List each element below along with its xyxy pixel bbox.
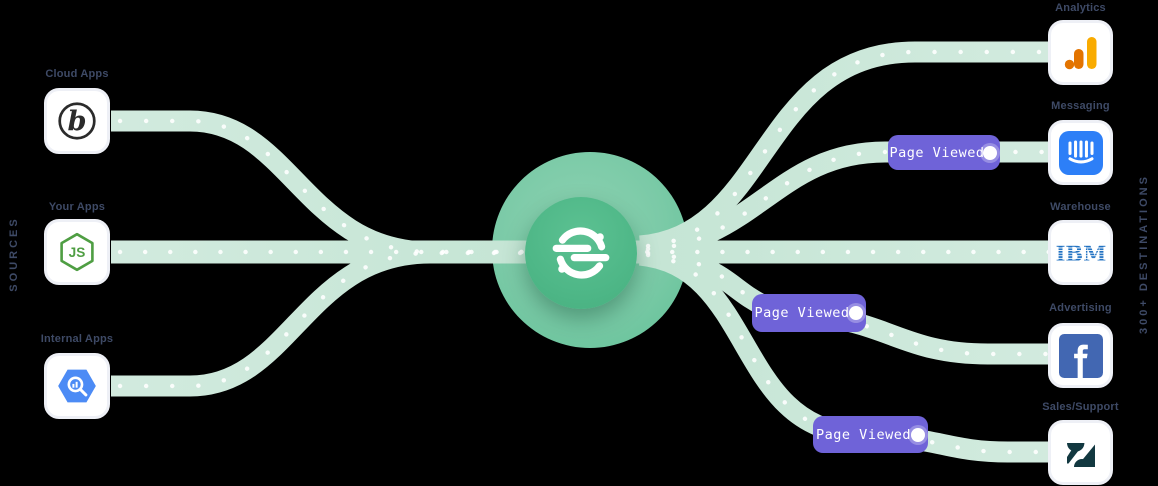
event-badge-page-viewed-2[interactable]: Page Viewed <box>752 294 866 332</box>
event-dot <box>849 306 863 320</box>
event-badge-page-viewed-1[interactable]: Page Viewed <box>888 135 1000 170</box>
dots-messaging <box>645 149 1053 252</box>
braze-icon: b <box>58 102 96 140</box>
nodejs-icon: JS <box>60 232 94 272</box>
dest-card-analytics[interactable] <box>1048 20 1113 85</box>
dest-card-advertising[interactable] <box>1048 323 1113 388</box>
dest-card-sales-support[interactable] <box>1048 420 1113 485</box>
dest-label-advertising: Advertising <box>1049 302 1112 314</box>
google-analytics-icon <box>1064 36 1096 69</box>
dest-label-messaging: Messaging <box>1051 100 1110 112</box>
badge-label: Page Viewed <box>816 426 911 443</box>
segment-hub <box>525 197 637 309</box>
event-dot <box>983 145 997 160</box>
source-label-your-apps: Your Apps <box>48 201 106 213</box>
bigquery-icon <box>58 369 96 403</box>
path-cloud-apps-to-hub <box>111 110 590 263</box>
svg-text:IBM: IBM <box>1055 241 1106 266</box>
dest-label-warehouse: Warehouse <box>1050 201 1111 213</box>
dest-card-warehouse[interactable]: IBM <box>1048 220 1113 285</box>
dest-label-sales-support: Sales/Support <box>1042 401 1119 413</box>
svg-text:JS: JS <box>69 245 86 260</box>
source-label-internal-apps: Internal Apps <box>40 333 114 345</box>
badge-label: Page Viewed <box>889 144 985 161</box>
event-dot <box>911 427 925 442</box>
dest-card-messaging[interactable] <box>1048 120 1113 185</box>
event-badge-page-viewed-3[interactable]: Page Viewed <box>813 416 928 453</box>
source-card-internal-apps[interactable] <box>44 353 110 419</box>
facebook-icon <box>1058 333 1103 378</box>
path-internal-apps-to-hub <box>111 242 590 397</box>
segment-logo <box>552 227 610 279</box>
source-label-cloud-apps: Cloud Apps <box>45 68 109 80</box>
zendesk-icon <box>1066 442 1095 467</box>
dest-label-analytics: Analytics <box>1055 2 1106 14</box>
ibm-icon: IBM <box>1055 241 1106 266</box>
source-card-cloud-apps[interactable]: b <box>44 88 110 154</box>
svg-text:b: b <box>67 105 86 137</box>
intercom-icon <box>1058 130 1103 175</box>
source-card-your-apps[interactable]: JS <box>44 219 110 285</box>
badge-label: Page Viewed <box>754 305 850 321</box>
